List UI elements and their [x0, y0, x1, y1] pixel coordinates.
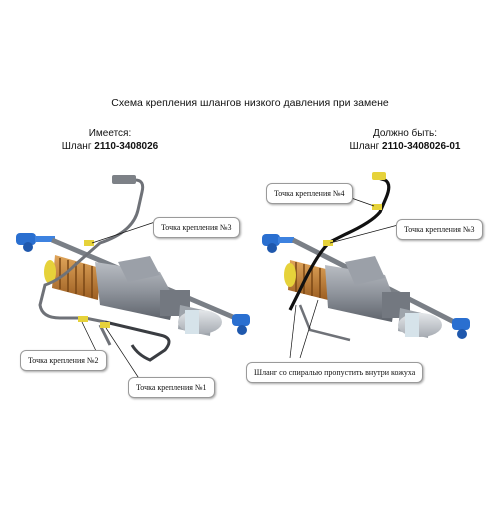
- right-part-number: 2110-3408026-01: [382, 141, 461, 152]
- left-hose-label: Шланг: [61, 141, 95, 152]
- left-bracket3-icon: [84, 240, 94, 246]
- left-right-tie-rod-end-icon: [232, 314, 250, 335]
- right-header-line2: Шланг 2110-3408026-01: [330, 140, 480, 153]
- right-bracket4-icon: [372, 204, 382, 210]
- right-hose: [288, 176, 391, 311]
- right-hose-end-icon: [372, 172, 386, 180]
- diagram-title: Схема крепления шлангов низкого давления…: [111, 97, 389, 109]
- callout-right-note: Шланг со спиралью пропустить внутри кожу…: [246, 362, 424, 383]
- left-assembly: [16, 175, 250, 381]
- left-header-line2: Шланг 2110-3408026: [35, 140, 185, 153]
- right-clamp-icon: [284, 263, 296, 287]
- right-bracket3-icon: [323, 240, 333, 246]
- right-hose-label: Шланг: [349, 141, 383, 152]
- left-tie-rod-end-icon: [16, 233, 55, 252]
- callout-left-point3: Точка крепления №3: [153, 217, 240, 238]
- right-assembly: [262, 172, 470, 359]
- left-bracket1-icon: [100, 322, 110, 328]
- callout-right-point4: Точка крепления №4: [266, 183, 353, 204]
- left-bellows-icon: [52, 255, 100, 300]
- left-part-number: 2110-3408026: [94, 141, 159, 152]
- left-rack-housing-icon: [95, 256, 190, 320]
- left-bracket2-icon: [78, 316, 88, 322]
- right-right-tie-rod-end-icon: [452, 318, 470, 339]
- right-header: Должно быть: Шланг 2110-3408026-01: [330, 127, 480, 153]
- callout-right-point3: Точка крепления №3: [396, 219, 483, 240]
- callout-left-point2: Точка крепления №2: [20, 350, 107, 371]
- left-header-line1: Имеется:: [88, 128, 132, 139]
- left-hose-end-icon: [112, 175, 136, 184]
- right-tie-rod-end-icon: [262, 234, 294, 253]
- right-header-line1: Должно быть:: [372, 128, 438, 139]
- left-header: Имеется: Шланг 2110-3408026: [35, 127, 185, 153]
- left-clamp-icon: [44, 260, 56, 284]
- right-tank-icon: [398, 313, 442, 337]
- left-hose: [38, 178, 171, 362]
- right-rack-housing-icon: [325, 256, 410, 322]
- callout-left-point1: Точка крепления №1: [128, 377, 215, 398]
- left-tank-icon: [178, 310, 222, 334]
